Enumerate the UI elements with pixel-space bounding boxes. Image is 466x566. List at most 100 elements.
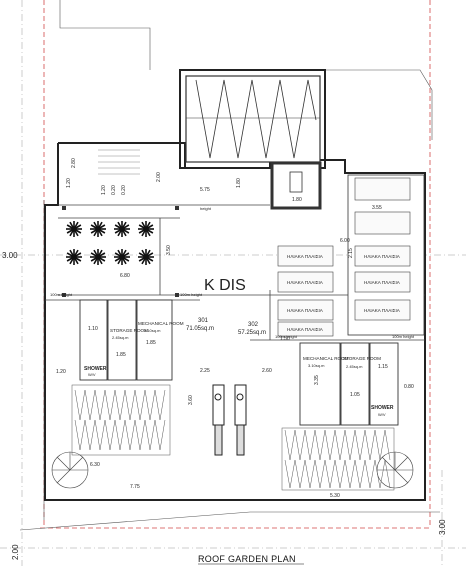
solar-panel xyxy=(277,321,334,337)
dim-label: 1.85 xyxy=(146,340,156,346)
solar-panel xyxy=(277,245,334,267)
lift-shaft xyxy=(270,161,322,210)
grid-label: 2.00 xyxy=(11,544,20,560)
solar-panel-label: ΗΛΙΑΚΑ ΠΛΑΙΣΙΑ xyxy=(364,254,401,259)
unit-number: 301 xyxy=(198,318,209,324)
dim-label: 1.20 xyxy=(56,369,66,375)
tree-icon xyxy=(66,221,82,237)
unit-labels: 301 71.05sq.m 302 57.25sq.m xyxy=(186,318,266,336)
mechanical-room-label: MECHANICAL ROOM xyxy=(138,321,184,326)
dim-label: 0.80 xyxy=(404,384,414,390)
dim-label: 0.20 xyxy=(121,185,127,195)
grid-label: 3.00 xyxy=(2,251,18,260)
tree-icon xyxy=(114,249,130,265)
tree-icon xyxy=(90,221,106,237)
columns xyxy=(62,206,179,297)
dim-label: 1.20 xyxy=(66,178,72,188)
right-service-labels: MECHANICAL ROOM 3.10sq.m 3.35 STORAGE RO… xyxy=(303,356,394,417)
dim-label: 3.60 xyxy=(188,395,194,405)
spiral-stair-right xyxy=(376,451,414,489)
grid-label: 3.00 xyxy=(438,519,447,535)
height-note: 100m height xyxy=(180,292,203,297)
dim-label: 7.75 xyxy=(130,484,140,490)
height-note: 100m height xyxy=(275,334,298,339)
unit-area: 71.05sq.m xyxy=(186,326,214,332)
solar-panel-row: ΗΛΙΑΚΑ ΠΛΑΙΣΙΑ ΗΛΙΑΚΑ ΠΛΑΙΣΙΑ ΗΛΙΑΚΑ ΠΛΑ… xyxy=(277,245,411,337)
solar-panel-label: ΗΛΙΑΚΑ ΠΛΑΙΣΙΑ xyxy=(287,327,324,332)
tree-icon xyxy=(114,221,130,237)
dim-label: 1.50 xyxy=(280,336,290,342)
storage-room-area: 2.45sq.m xyxy=(112,335,129,340)
shower-room-right xyxy=(369,342,399,426)
unit-area: 57.25sq.m xyxy=(238,330,266,336)
tree-icon xyxy=(138,221,154,237)
height-note: height xyxy=(200,206,212,211)
dim-label: 2.60 xyxy=(262,368,272,374)
parking-bays xyxy=(71,384,395,491)
solar-panel-label: ΗΛΙΑΚΑ ΠΛΑΙΣΙΑ xyxy=(287,280,324,285)
unit-number: 302 xyxy=(248,322,259,328)
dim-label: 1.85 xyxy=(116,352,126,358)
mechanical-room-area: 3.10sq.m xyxy=(144,328,161,333)
dim-label: 1.15 xyxy=(378,364,388,370)
building-outline xyxy=(44,69,426,501)
tree-grid xyxy=(66,221,154,265)
mechanical-room-left xyxy=(136,299,173,381)
height-note: 100m height xyxy=(392,334,415,339)
shower-tag: W/V xyxy=(378,412,386,417)
stair-treads xyxy=(98,149,140,175)
dimension-labels: 2.80 1.20 1.20 0.20 0.20 2.00 5.75 1.80 … xyxy=(56,158,414,499)
grid-labels: 3.00 2.00 3.00 xyxy=(2,251,447,560)
solar-panel-label: ΗΛΙΑΚΑ ΠΛΑΙΣΙΑ xyxy=(364,308,401,313)
plan-title: ROOF GARDEN PLAN xyxy=(198,554,296,564)
dim-label: 3.35 xyxy=(314,375,320,385)
height-notes: 100m height 100m height 100m height 100m… xyxy=(50,206,415,339)
dim-label: 3.55 xyxy=(372,205,382,211)
storage-room-label: STORAGE ROOM xyxy=(110,328,148,333)
tree-icon xyxy=(66,249,82,265)
solar-panel-label: ΗΛΙΑΚΑ ΠΛΑΙΣΙΑ xyxy=(287,254,324,259)
dim-label: 5.30 xyxy=(330,493,340,499)
solar-panel xyxy=(354,245,411,267)
mechanical-room-right xyxy=(299,342,341,426)
dim-label: 1.80 xyxy=(236,178,242,188)
dim-label: 1.80 xyxy=(292,197,302,203)
tree-icon xyxy=(138,249,154,265)
dim-label: 5.75 xyxy=(200,187,210,193)
dim-label: 3.50 xyxy=(166,245,172,255)
central-units xyxy=(212,384,247,456)
dim-label: 0.20 xyxy=(111,185,117,195)
storage-room-area: 2.45sq.m xyxy=(346,364,363,369)
shower-tag: W/V xyxy=(88,372,96,377)
watermark: K DIS xyxy=(204,277,246,294)
solar-panel xyxy=(354,299,411,321)
solar-panel xyxy=(277,299,334,321)
dim-label: 1.20 xyxy=(101,185,107,195)
left-service-block xyxy=(79,299,173,381)
mechanical-room-area: 3.10sq.m xyxy=(308,363,325,368)
dim-label: 1.05 xyxy=(350,392,360,398)
right-service-block xyxy=(299,342,399,426)
shower-label: SHOWER xyxy=(371,405,394,411)
storage-room-label: STORAGE ROOM xyxy=(343,356,381,361)
storage-room-right xyxy=(340,342,370,426)
dim-label: 2.15 xyxy=(348,248,354,258)
dim-label: 6.30 xyxy=(90,462,100,468)
left-service-labels: 1.10 SHOWER W/V STORAGE ROOM 2.45sq.m 1.… xyxy=(84,321,184,377)
solar-panel xyxy=(277,271,334,293)
solar-panel-label: ΗΛΙΑΚΑ ΠΛΑΙΣΙΑ xyxy=(364,280,401,285)
shower-label: SHOWER xyxy=(84,366,107,372)
tree-icon xyxy=(90,249,106,265)
spiral-stair-left xyxy=(51,451,89,489)
dim-label: 2.00 xyxy=(156,172,162,182)
dim-label: 6.00 xyxy=(340,238,350,244)
dim-label: 6.80 xyxy=(120,273,130,279)
solar-panel-label: ΗΛΙΑΚΑ ΠΛΑΙΣΙΑ xyxy=(287,308,324,313)
dim-label: 2.25 xyxy=(200,368,210,374)
height-note: 100m height xyxy=(50,292,73,297)
stair-core xyxy=(185,75,321,163)
solar-panel xyxy=(354,271,411,293)
mechanical-room-label: MECHANICAL ROOM xyxy=(303,356,349,361)
dim-label: 2.80 xyxy=(71,158,77,168)
